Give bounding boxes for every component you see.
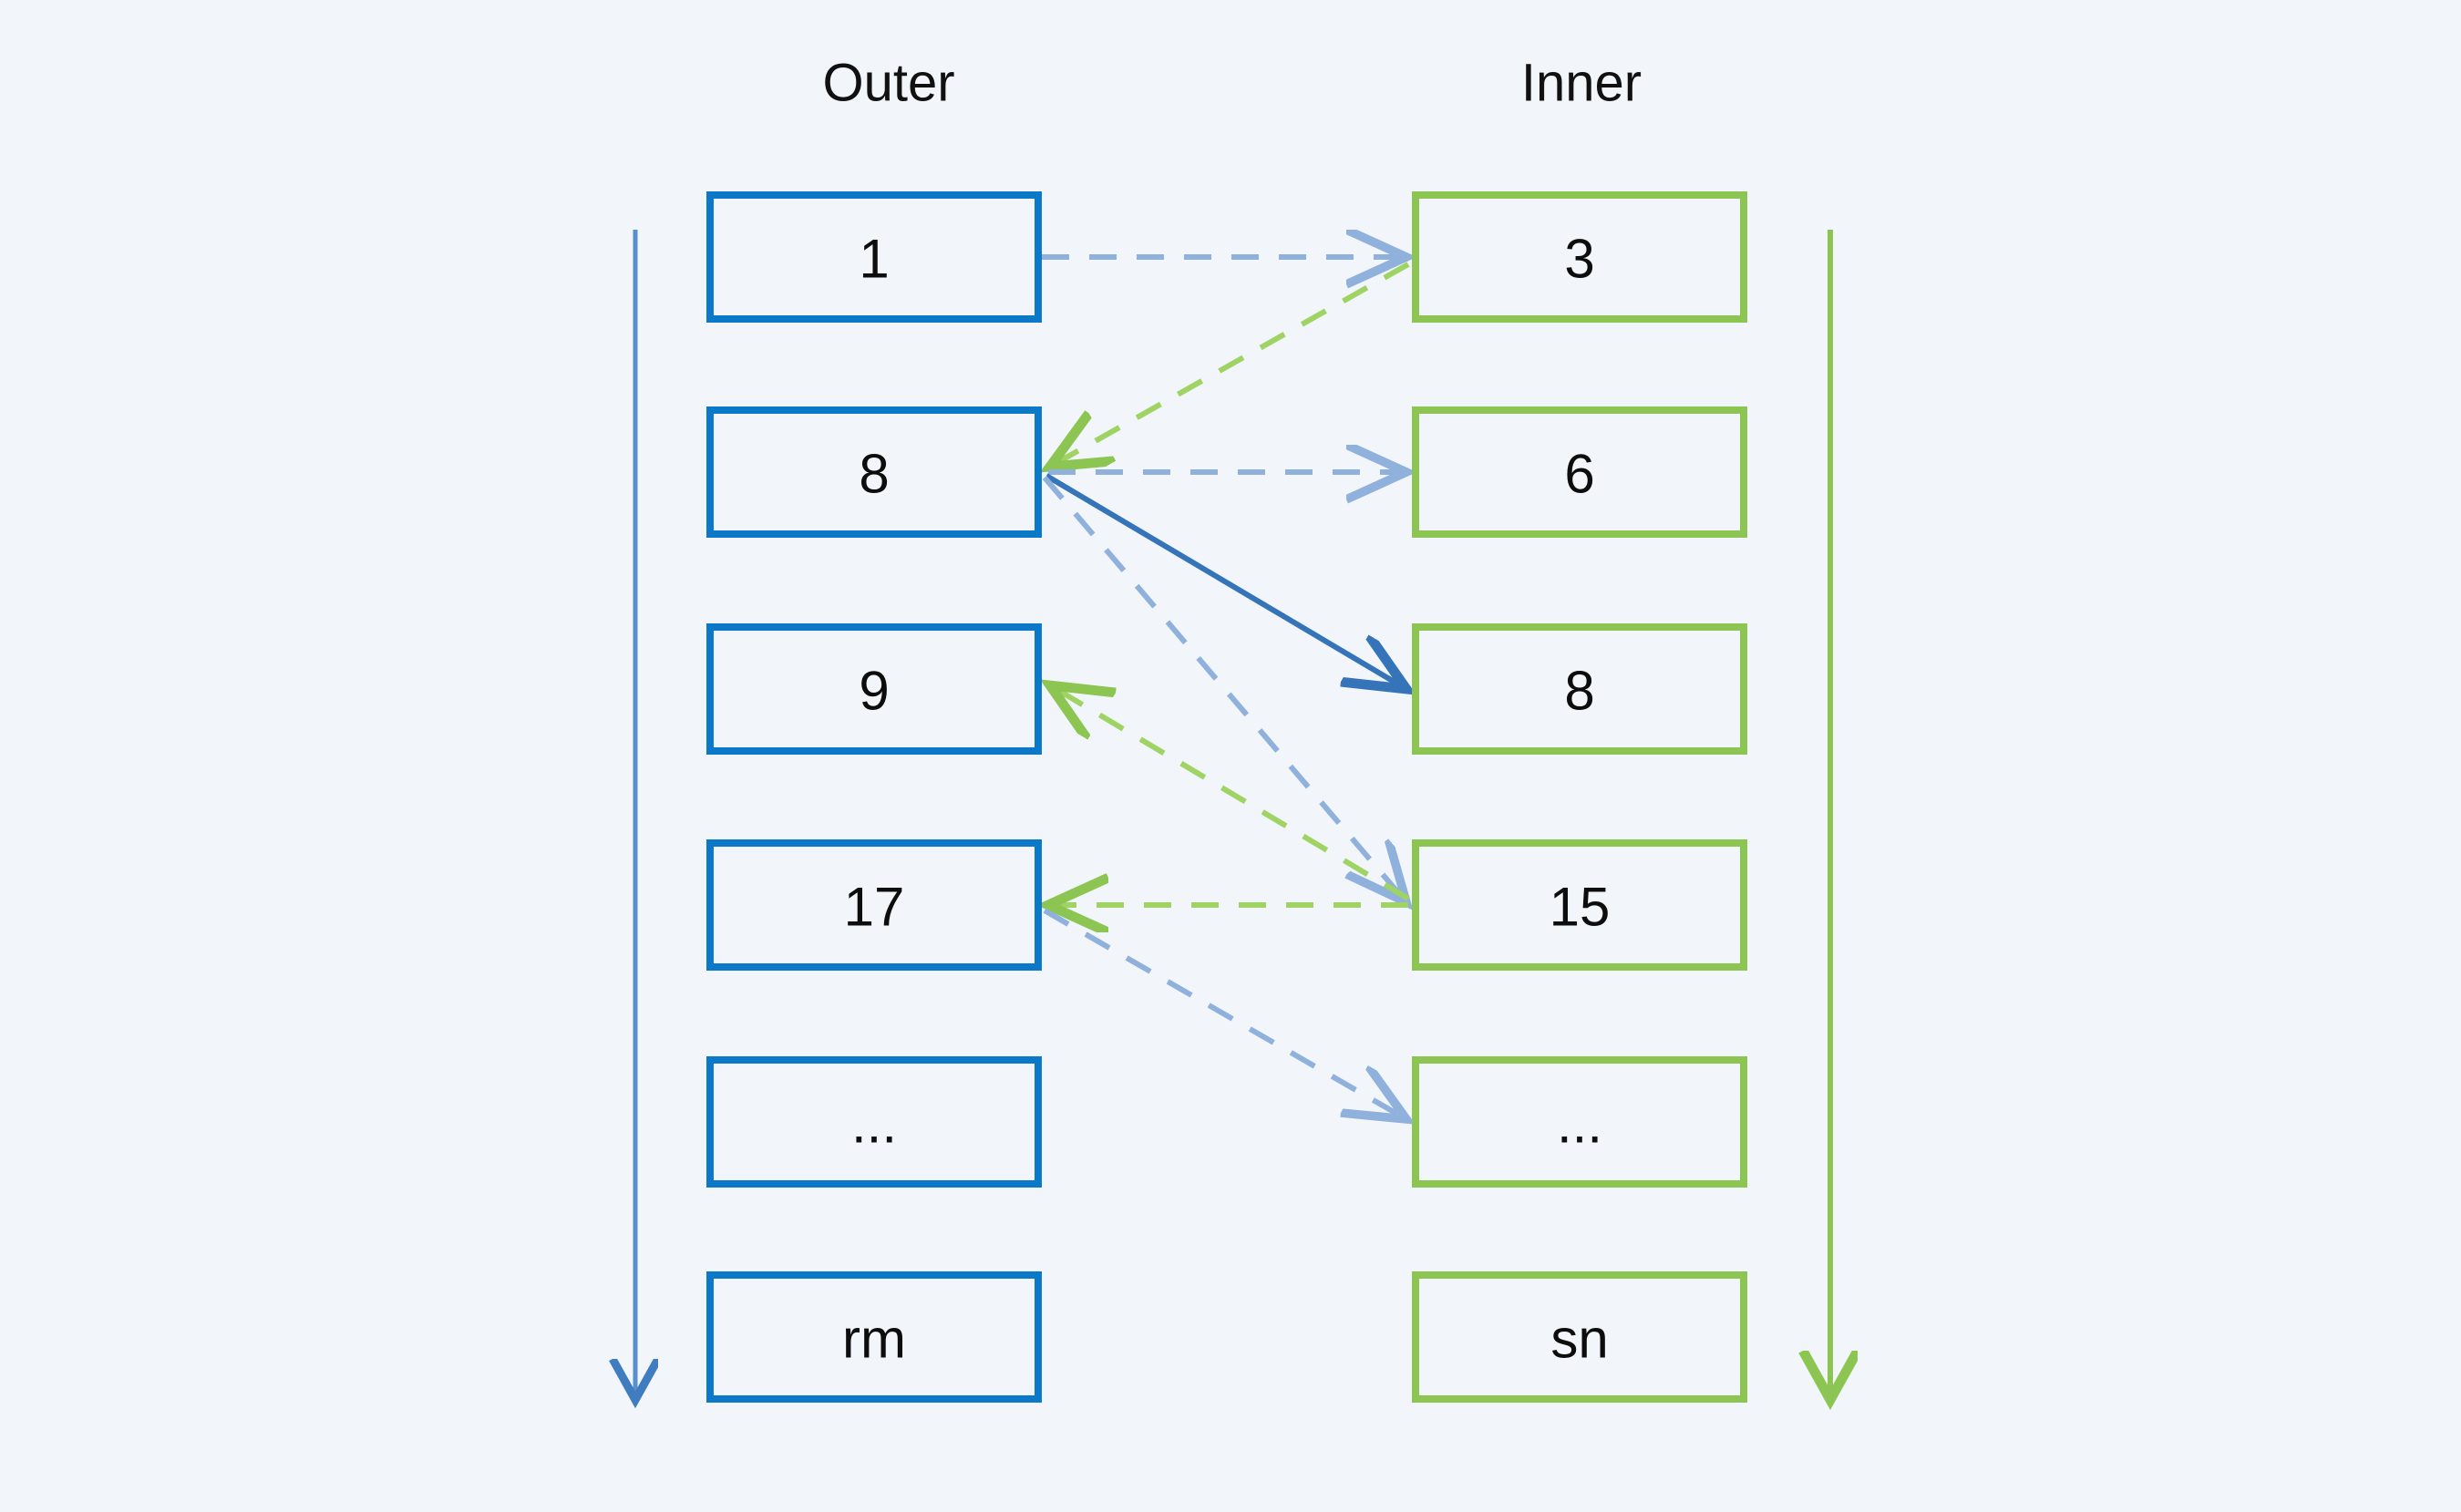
column-title-outer: Outer — [822, 53, 954, 112]
outer-box-1-label: 1 — [859, 229, 889, 290]
inner-box-6-label: 6 — [1564, 444, 1594, 505]
outer-box-17-rect[interactable] — [706, 839, 1042, 971]
outer-box-9-label: 9 — [859, 661, 889, 722]
outer-box-ellipsis-label: ... — [851, 1094, 897, 1155]
inner-box-8-rect[interactable] — [1412, 623, 1747, 755]
inner-box-8-label: 8 — [1564, 661, 1594, 722]
inner-box-ellipsis[interactable]: ... — [1412, 1056, 1747, 1188]
inner-box-sn-label: sn — [1550, 1309, 1608, 1370]
outer-box-ellipsis[interactable]: ... — [706, 1056, 1042, 1188]
outer-box-17-label: 17 — [844, 877, 905, 938]
link-inner3-outer8 — [1050, 262, 1410, 467]
outer-box-9-rect[interactable] — [706, 623, 1042, 755]
outer-box-rm-rect[interactable] — [706, 1271, 1042, 1403]
scan-axes-group — [635, 230, 1830, 1400]
link-outer17-innerell — [1043, 908, 1406, 1119]
outer-box-8-label: 8 — [859, 444, 889, 505]
outer-box-1[interactable]: 1 — [706, 191, 1042, 323]
outer-box-8-rect[interactable] — [706, 406, 1042, 538]
column-title-inner: Inner — [1521, 53, 1642, 112]
inner-box-ellipsis-rect[interactable] — [1412, 1056, 1747, 1188]
inner-box-6-rect[interactable] — [1412, 406, 1747, 538]
outer-box-rm[interactable]: rm — [706, 1271, 1042, 1403]
inner-box-3[interactable]: 3 — [1412, 191, 1747, 323]
outer-box-9[interactable]: 9 — [706, 623, 1042, 755]
inner-box-15-label: 15 — [1550, 877, 1611, 938]
outer-box-8[interactable]: 8 — [706, 406, 1042, 538]
inner-box-6[interactable]: 6 — [1412, 406, 1747, 538]
inner-box-sn[interactable]: sn — [1412, 1271, 1747, 1403]
inner-box-15[interactable]: 15 — [1412, 839, 1747, 971]
outer-box-ellipsis-rect[interactable] — [706, 1056, 1042, 1188]
inner-box-15-rect[interactable] — [1412, 839, 1747, 971]
links-group — [1042, 257, 1408, 1119]
link-outer8-inner8 — [1045, 473, 1406, 689]
outer-box-rm-label: rm — [842, 1309, 906, 1370]
outer-column-boxes: 1 8 9 17 ... rm — [706, 191, 1042, 1403]
inner-box-sn-rect[interactable] — [1412, 1271, 1747, 1403]
inner-box-3-label: 3 — [1564, 229, 1594, 290]
inner-box-8[interactable]: 8 — [1412, 623, 1747, 755]
link-inner15-outer9 — [1050, 685, 1410, 901]
inner-column-boxes: 3 6 8 15 ... sn — [1412, 191, 1747, 1403]
outer-box-17[interactable]: 17 — [706, 839, 1042, 971]
inner-box-ellipsis-label: ... — [1557, 1094, 1602, 1155]
outer-box-1-rect[interactable] — [706, 191, 1042, 323]
inner-box-3-rect[interactable] — [1412, 191, 1747, 323]
